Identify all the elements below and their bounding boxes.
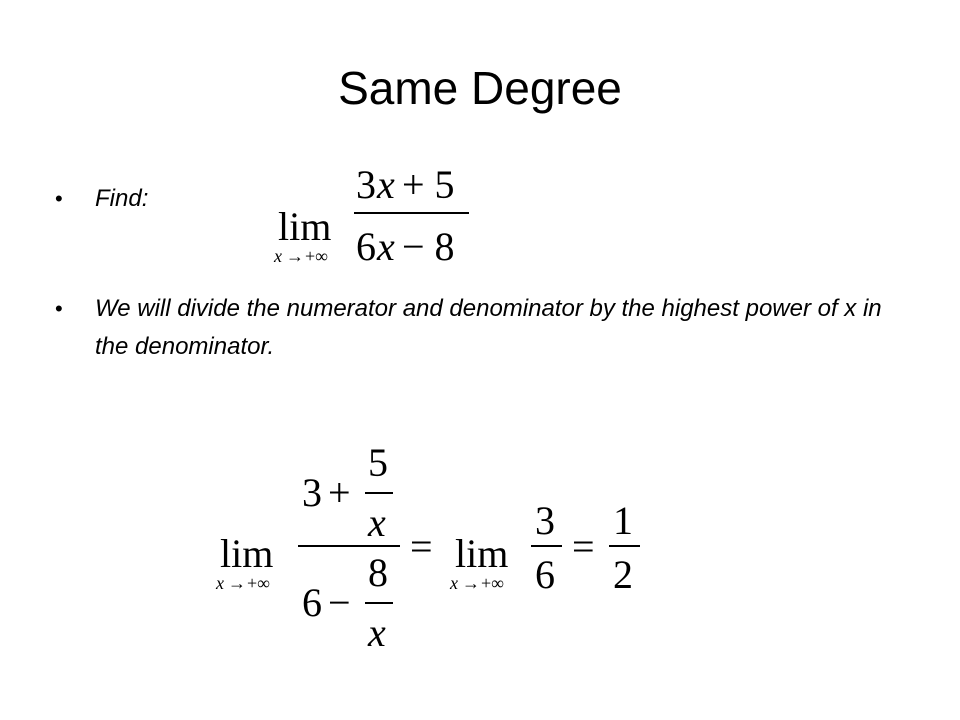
bullet-find: • Find:	[55, 180, 149, 218]
bullet-text: Find:	[95, 185, 149, 212]
limit-arrow: →	[228, 573, 246, 593]
denominator-rest: − 8	[402, 224, 455, 269]
bullet-text: We will divide the numerator and denomin…	[95, 295, 882, 360]
numerator-x: x	[367, 500, 386, 545]
limit-var: x	[449, 573, 458, 593]
limit-infinity: +∞	[247, 573, 270, 593]
denominator-six: 6	[302, 580, 322, 625]
limit-infinity: +∞	[481, 573, 504, 593]
denominator-eight: 8	[368, 550, 388, 595]
denominator-var: x	[376, 224, 395, 269]
limit-expression-2: lim x → +∞ 3 + 5 x 6 − 8 x = lim x → +∞ …	[215, 440, 640, 655]
numerator-var: x	[376, 162, 395, 207]
slide-title: Same Degree	[338, 62, 622, 114]
limit-expression-1: lim x → +∞ 3 x + 5 6 x − 8	[273, 162, 469, 269]
lim-text: lim	[455, 531, 508, 576]
bullet-divide: • We will divide the numerator and denom…	[55, 290, 895, 366]
bullet-dot: •	[55, 296, 63, 321]
numerator-five: 5	[368, 440, 388, 485]
bullet-dot: •	[55, 186, 63, 211]
equals-sign: =	[572, 524, 595, 569]
numerator-rest: + 5	[402, 162, 455, 207]
numerator-three: 3	[302, 470, 322, 515]
numerator-coef: 3	[356, 162, 376, 207]
denominator-x: x	[367, 610, 386, 655]
fraction-three: 3	[535, 498, 555, 543]
limit-var: x	[215, 573, 224, 593]
limit-infinity: +∞	[305, 246, 328, 266]
numerator-plus: +	[328, 470, 351, 515]
limit-arrow: →	[462, 573, 480, 593]
half-numerator: 1	[613, 498, 633, 543]
lim-text: lim	[278, 204, 331, 249]
fraction-six: 6	[535, 552, 555, 597]
limit-arrow: →	[286, 246, 304, 266]
limit-var: x	[273, 246, 282, 266]
half-denominator: 2	[613, 552, 633, 597]
lim-text: lim	[220, 531, 273, 576]
denominator-minus: −	[328, 580, 351, 625]
denominator-coef: 6	[356, 224, 376, 269]
equals-sign: =	[410, 524, 433, 569]
